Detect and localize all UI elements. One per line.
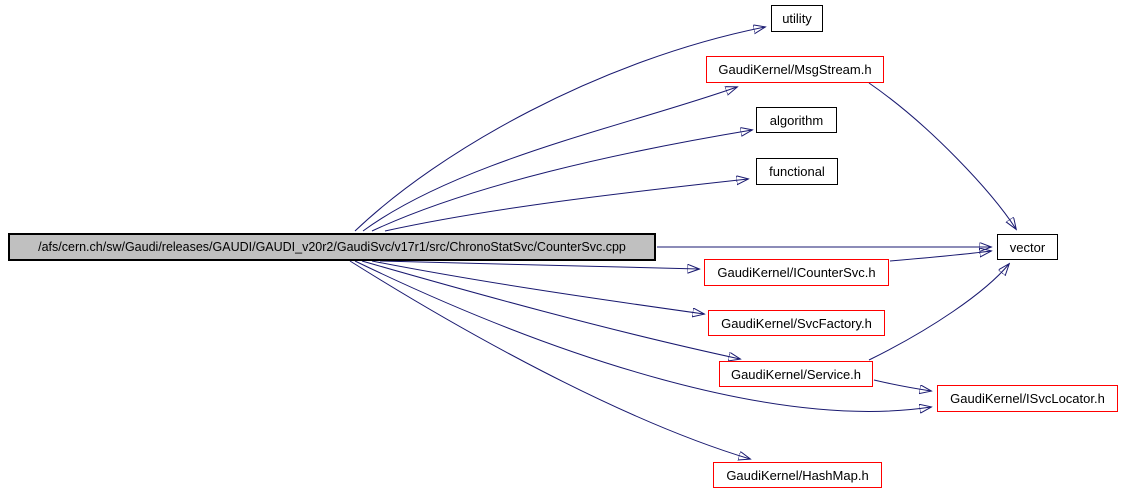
node-isvclocator-h-label: GaudiKernel/ISvcLocator.h — [950, 391, 1105, 406]
node-svcfactory-h-label: GaudiKernel/SvcFactory.h — [721, 315, 872, 331]
edge-main-to-svcfactory — [371, 260, 704, 314]
edge-msgstream-to-vector — [868, 82, 1016, 229]
edge-main-to-msgstream — [362, 87, 737, 232]
node-functional-label: functional — [769, 164, 825, 179]
node-service-h-label: GaudiKernel/Service.h — [730, 366, 862, 382]
node-algorithm: algorithm — [756, 107, 837, 133]
edge-service-to-isvclocator — [873, 379, 931, 391]
edge-main-to-icountersvc — [379, 260, 699, 269]
node-icountersvc-h[interactable]: GaudiKernel/ICounterSvc.h — [704, 259, 889, 286]
node-msgstream-h-label: GaudiKernel/MsgStream.h — [718, 62, 872, 77]
node-countersvc-cpp-label: /afs/cern.ch/sw/Gaudi/releases/GAUDI/GAU… — [38, 239, 626, 254]
edge-main-to-hashmap — [349, 260, 750, 459]
node-utility-label: utility — [782, 11, 812, 26]
node-svcfactory-h[interactable]: GaudiKernel/SvcFactory.h — [708, 310, 885, 336]
edge-main-to-utility — [354, 27, 765, 232]
edge-main-to-algorithm — [371, 130, 752, 232]
node-msgstream-h[interactable]: GaudiKernel/MsgStream.h — [706, 56, 884, 83]
edge-main-to-functional — [384, 179, 748, 232]
node-isvclocator-h[interactable]: GaudiKernel/ISvcLocator.h — [937, 385, 1118, 412]
node-vector-label: vector — [1009, 239, 1046, 255]
node-hashmap-h[interactable]: GaudiKernel/HashMap.h — [713, 462, 882, 488]
edge-service-to-vector — [868, 264, 1009, 361]
node-vector: vector — [997, 234, 1058, 260]
edge-main-to-isvclocator — [354, 260, 931, 411]
edge-main-to-service — [361, 260, 740, 359]
node-algorithm-label: algorithm — [769, 112, 824, 128]
node-countersvc-cpp: /afs/cern.ch/sw/Gaudi/releases/GAUDI/GAU… — [8, 233, 656, 261]
node-service-h[interactable]: GaudiKernel/Service.h — [719, 361, 873, 387]
node-functional: functional — [756, 158, 838, 185]
node-utility: utility — [771, 5, 823, 32]
node-hashmap-h-label: GaudiKernel/HashMap.h — [726, 467, 869, 483]
edge-icountersvc-to-vector — [889, 251, 991, 262]
node-icountersvc-h-label: GaudiKernel/ICounterSvc.h — [717, 265, 876, 280]
